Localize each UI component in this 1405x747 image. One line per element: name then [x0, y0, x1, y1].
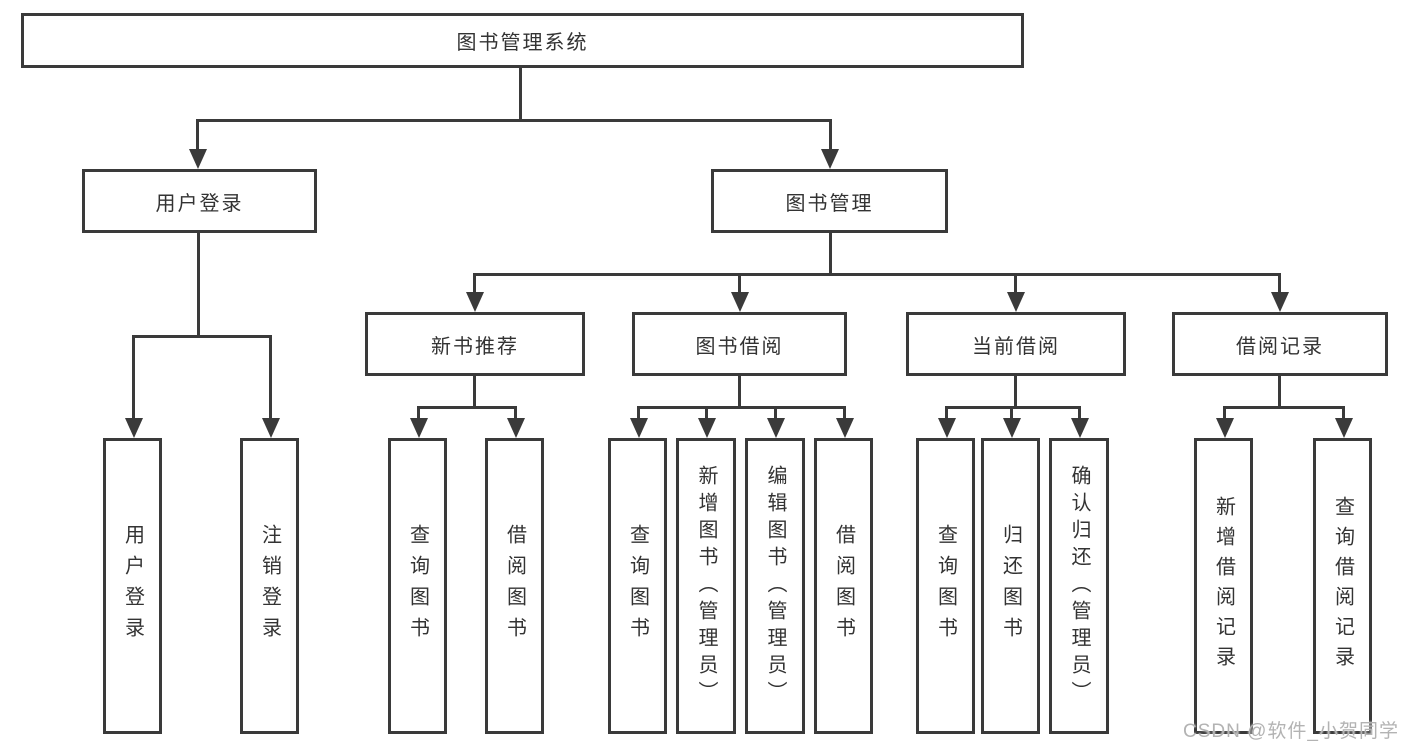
leaf-record-query-borrow-record: 查询借阅记录 — [1313, 438, 1372, 734]
leaf-current-confirm-return-admin: 确认归还（管理员） — [1049, 438, 1109, 734]
connector-l3-shaft — [738, 273, 741, 295]
node-borrowing-records: 借阅记录 — [1172, 312, 1388, 376]
connector-level2-split — [196, 119, 832, 122]
connector-level3-split — [473, 273, 1281, 276]
connector-leaf-shaft — [705, 406, 708, 420]
connector-leaf-shaft — [1342, 406, 1345, 420]
leaf-newbook-query-books: 查询图书 — [388, 438, 447, 734]
arrow-down-icon — [507, 418, 525, 438]
connector-leaf-shaft — [637, 406, 640, 420]
connector-leaf-shaft — [132, 335, 135, 419]
node-new-book-recommendation: 新书推荐 — [365, 312, 585, 376]
connector-leaf-shaft — [1010, 406, 1013, 420]
arrow-down-icon — [189, 149, 207, 169]
connector-book-borrow-leaf-split — [637, 406, 846, 409]
leaf-record-add-borrow-record: 新增借阅记录 — [1194, 438, 1253, 734]
connector-leaf-shaft — [1078, 406, 1081, 420]
leaf-borrow-query-books: 查询图书 — [608, 438, 667, 734]
connector-leaf-shaft — [945, 406, 948, 420]
connector-borrow-record-stub — [1278, 376, 1281, 408]
connector-book-mgmt-stub — [829, 233, 832, 275]
arrow-down-icon — [698, 418, 716, 438]
leaf-borrow-add-books-admin: 新增图书（管理员） — [676, 438, 736, 734]
connector-leaf-shaft — [269, 335, 272, 419]
connector-new-book-stub — [473, 376, 476, 408]
connector-l3-shaft — [1278, 273, 1281, 295]
connector-book-borrow-stub — [738, 376, 741, 408]
node-book-borrowing: 图书借阅 — [632, 312, 847, 376]
arrow-down-icon — [410, 418, 428, 438]
node-user-login: 用户登录 — [82, 169, 317, 233]
connector-leaf-shaft — [514, 406, 517, 420]
arrow-down-icon — [630, 418, 648, 438]
arrow-down-icon — [938, 418, 956, 438]
arrow-down-icon — [1216, 418, 1234, 438]
leaf-borrow-borrow-books: 借阅图书 — [814, 438, 873, 734]
connector-leaf-shaft — [774, 406, 777, 420]
connector-user-login-shaft — [196, 119, 199, 152]
arrow-down-icon — [821, 149, 839, 169]
arrow-down-icon — [125, 418, 143, 438]
arrow-down-icon — [836, 418, 854, 438]
leaf-borrow-edit-books-admin: 编辑图书（管理员） — [745, 438, 805, 734]
arrow-down-icon — [767, 418, 785, 438]
arrow-down-icon — [1003, 418, 1021, 438]
leaf-user-login: 用户登录 — [103, 438, 162, 734]
leaf-current-query-books: 查询图书 — [916, 438, 975, 734]
connector-leaf-shaft — [1223, 406, 1226, 420]
connector-l3-shaft — [473, 273, 476, 295]
connector-user-login-leaf-split — [132, 335, 272, 338]
connector-borrow-record-leaf-split — [1223, 406, 1345, 409]
connector-book-mgmt-shaft — [829, 119, 832, 152]
arrow-down-icon — [1271, 292, 1289, 312]
connector-l3-shaft — [1014, 273, 1017, 295]
connector-leaf-shaft — [843, 406, 846, 420]
leaf-logout: 注销登录 — [240, 438, 299, 734]
arrow-down-icon — [1007, 292, 1025, 312]
csdn-watermark: CSDN @软件_小贺同学 — [1183, 721, 1399, 742]
connector-current-borrow-leaf-split — [945, 406, 1081, 409]
connector-current-borrow-stub — [1014, 376, 1017, 408]
leaf-newbook-borrow-books: 借阅图书 — [485, 438, 544, 734]
arrow-down-icon — [466, 292, 484, 312]
node-library-management-system: 图书管理系统 — [21, 13, 1024, 68]
node-current-borrowing: 当前借阅 — [906, 312, 1126, 376]
leaf-current-return-books: 归还图书 — [981, 438, 1040, 734]
arrow-down-icon — [731, 292, 749, 312]
arrow-down-icon — [1071, 418, 1089, 438]
arrow-down-icon — [262, 418, 280, 438]
connector-user-login-stub — [197, 233, 200, 338]
connector-root-stub — [519, 68, 522, 122]
connector-leaf-shaft — [417, 406, 420, 420]
node-book-management: 图书管理 — [711, 169, 948, 233]
connector-new-book-leaf-split — [417, 406, 517, 409]
arrow-down-icon — [1335, 418, 1353, 438]
